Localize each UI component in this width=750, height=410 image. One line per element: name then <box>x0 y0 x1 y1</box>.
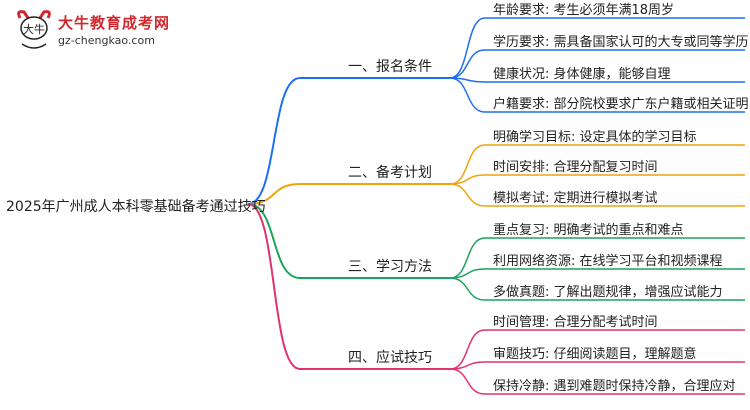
leaf-link-1-1 <box>449 17 745 79</box>
leaf-link-4-2 <box>449 361 745 370</box>
leaf-label-4-1: 时间管理: 合理分配考试时间 <box>493 315 658 330</box>
leaf-link-4-1 <box>449 329 745 370</box>
leaf-link-4-3 <box>449 368 745 395</box>
logo-title: 大牛教育成考网 <box>58 14 171 32</box>
leaf-link-2-3 <box>449 183 745 207</box>
leaf-label-4-2: 审题技巧: 仔细阅读题目，理解题意 <box>493 347 697 362</box>
branch-label-1: 一、报名条件 <box>348 59 432 75</box>
leaf-label-3-3: 多做真题: 了解出题规律，增强应试能力 <box>493 285 723 300</box>
leaf-label-4-3: 保持冷静: 遇到难题时保持冷静，合理应对 <box>493 379 736 394</box>
leaf-label-2-3: 模拟考试: 定期进行模拟考试 <box>493 191 658 206</box>
leaf-label-2-1: 明确学习目标: 设定具体的学习目标 <box>493 130 697 145</box>
leaf-link-2-1 <box>449 144 745 185</box>
leaf-link-1-2 <box>449 49 745 79</box>
site-logo[interactable]: 大牛 大牛教育成考网 gz-chengkao.com <box>14 8 169 52</box>
branch-link-4 <box>247 203 450 370</box>
logo-url: gz-chengkao.com <box>58 34 155 47</box>
branch-label-2: 二、备考计划 <box>348 165 432 181</box>
branch-link-2 <box>247 183 450 205</box>
mindmap-root: 2025年广州成人本科零基础备考通过技巧 <box>6 199 266 215</box>
logo-mark-text: 大牛 <box>23 22 45 36</box>
leaf-label-1-1: 年龄要求: 考生必须年满18周岁 <box>493 3 675 18</box>
branch-link-1 <box>247 77 450 205</box>
leaf-label-1-2: 学历要求: 需具备国家认可的大专或同等学历 <box>493 35 749 50</box>
branch-link-3 <box>247 203 450 279</box>
leaf-label-3-1: 重点复习: 明确考试的重点和难点 <box>493 223 684 238</box>
leaf-link-3-3 <box>449 277 745 301</box>
leaf-label-1-4: 户籍要求: 部分院校要求广东户籍或相关证明 <box>493 97 749 112</box>
bull-logo-icon: 大牛 <box>17 10 51 49</box>
leaf-link-1-4 <box>449 77 745 113</box>
leaf-label-3-2: 利用网络资源: 在线学习平台和视频课程 <box>493 254 723 269</box>
leaf-link-2-2 <box>449 174 745 185</box>
leaf-label-2-2: 时间安排: 合理分配复习时间 <box>493 160 658 175</box>
leaf-label-1-3: 健康状况: 身体健康，能够自理 <box>493 67 671 82</box>
leaf-link-3-1 <box>449 237 745 279</box>
leaf-link-3-2 <box>449 268 745 279</box>
leaf-link-1-3 <box>449 77 745 83</box>
branch-label-3: 三、学习方法 <box>348 259 432 275</box>
branch-label-4: 四、应试技巧 <box>348 350 432 366</box>
